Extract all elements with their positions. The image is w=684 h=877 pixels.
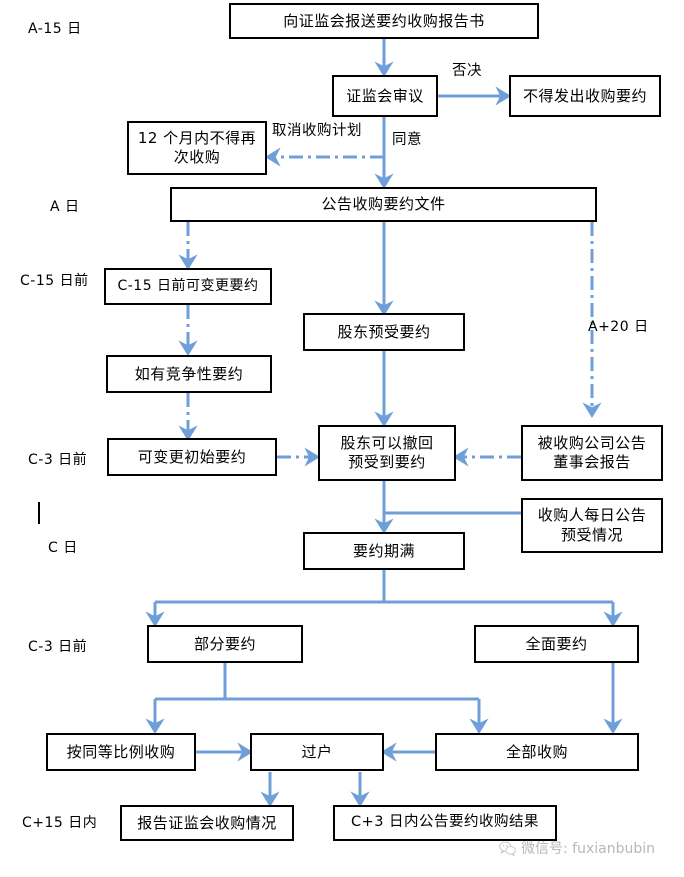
- timeline-tick-c: [38, 502, 40, 524]
- node-shareholder-pre-accept-offer[interactable]: 股东预受要约: [303, 313, 465, 351]
- node-pro-rata-acquisition[interactable]: 按同等比例收购: [46, 733, 196, 771]
- node-partial-offer[interactable]: 部分要约: [147, 625, 303, 663]
- day-label-a-plus-20: A+20 日: [588, 319, 649, 335]
- day-label-c-minus-15-before: C-15 日前: [20, 273, 89, 289]
- node-acquirer-daily-announcement-line2: 预受情况: [560, 525, 623, 544]
- edge-label-reject: 否决: [452, 63, 482, 79]
- day-label-a-minus-15: A-15 日: [28, 21, 82, 37]
- node-transfer-ownership[interactable]: 过户: [250, 733, 384, 771]
- node-shareholder-may-withdraw-line2: 预受到要约: [348, 453, 426, 471]
- node-csrc-review[interactable]: 证监会审议: [332, 75, 438, 117]
- node-announce-offer-documents[interactable]: 公告收购要约文件: [170, 187, 597, 222]
- day-label-a: A 日: [50, 199, 80, 215]
- edge-label-agree: 同意: [392, 132, 422, 148]
- node-offer-period-expires[interactable]: 要约期满: [303, 532, 465, 570]
- node-no-repurchase-12-months-line2: 次收购: [173, 148, 221, 166]
- node-report-result-to-csrc[interactable]: 报告证监会收购情况: [120, 805, 294, 841]
- node-acquirer-daily-announcement[interactable]: 收购人每日公告 预受情况: [521, 498, 663, 553]
- node-full-offer[interactable]: 全面要约: [474, 625, 639, 663]
- node-no-repurchase-12-months[interactable]: 12 个月内不得再 次收购: [127, 121, 267, 175]
- node-acquirer-daily-announcement-line1: 收购人每日公告: [537, 506, 647, 524]
- node-target-company-announce-board-report[interactable]: 被收购公司公告 董事会报告: [521, 425, 663, 481]
- day-label-c-plus-15-within: C+15 日内: [22, 815, 98, 831]
- node-may-change-initial-offer[interactable]: 可变更初始要约: [107, 438, 277, 476]
- node-shareholder-may-withdraw[interactable]: 股东可以撤回 预受到要约: [318, 425, 456, 481]
- node-report-to-csrc[interactable]: 向证监会报送要约收购报告书: [229, 3, 539, 39]
- edge-label-cancel-acquisition-plan: 取消收购计划: [272, 123, 362, 139]
- watermark-text: 微信号: fuxianbubin: [521, 841, 656, 857]
- node-no-repurchase-12-months-line1: 12 个月内不得再: [137, 128, 257, 147]
- node-if-competing-offer[interactable]: 如有竞争性要约: [106, 355, 272, 393]
- node-change-offer-before-c-15[interactable]: C-15 日前可变更要约: [104, 268, 272, 305]
- day-label-c: C 日: [48, 540, 78, 556]
- node-no-offer-allowed[interactable]: 不得发出收购要约: [509, 75, 661, 117]
- day-label-c-minus-3-before-lower: C-3 日前: [28, 639, 88, 655]
- node-shareholder-may-withdraw-line1: 股东可以撤回: [340, 433, 434, 452]
- node-target-company-announce-board-report-line2: 董事会报告: [553, 453, 631, 471]
- node-announce-result-within-c-plus-3[interactable]: C+3 日内公告要约收购结果: [333, 805, 557, 841]
- wechat-icon: [499, 841, 516, 856]
- day-label-c-minus-3-before-upper: C-3 日前: [28, 452, 88, 468]
- node-acquire-all[interactable]: 全部收购: [435, 733, 639, 771]
- node-target-company-announce-board-report-line1: 被收购公司公告: [537, 433, 647, 452]
- watermark: 微信号: fuxianbubin: [499, 838, 655, 858]
